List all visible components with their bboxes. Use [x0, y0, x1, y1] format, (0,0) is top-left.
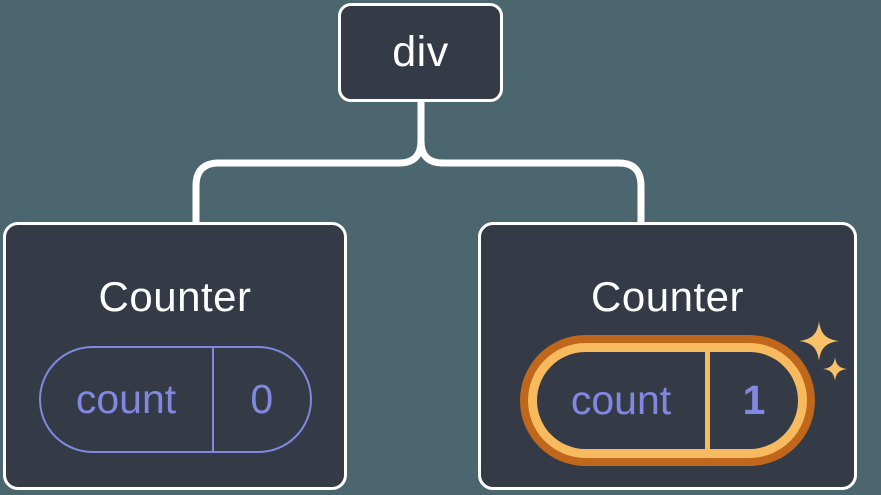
state-pill-highlight-band: count 1 [528, 343, 807, 458]
state-name-label: count [570, 377, 672, 423]
state-pill: count 1 [537, 352, 798, 449]
sparkle-large [799, 321, 839, 361]
state-pill-highlight-ring: count 1 [520, 335, 815, 466]
counter-card-right: Counter count 1 [478, 222, 857, 490]
state-pill: count 0 [38, 346, 312, 453]
state-name-label: count [75, 376, 177, 422]
counter-title: Counter [98, 273, 252, 320]
connector-branch-left [192, 140, 425, 223]
pill-divider [211, 348, 214, 451]
div-node-label: div [392, 28, 449, 76]
counter-title: Counter [591, 273, 744, 320]
connector-branch-right [417, 140, 645, 223]
counter-card-left: Counter count 0 [3, 222, 347, 490]
state-value: 0 [250, 376, 274, 422]
sparkle-small [823, 357, 847, 381]
tree-node-div: div [338, 3, 503, 102]
pill-divider [705, 352, 710, 449]
state-value: 1 [742, 377, 766, 423]
